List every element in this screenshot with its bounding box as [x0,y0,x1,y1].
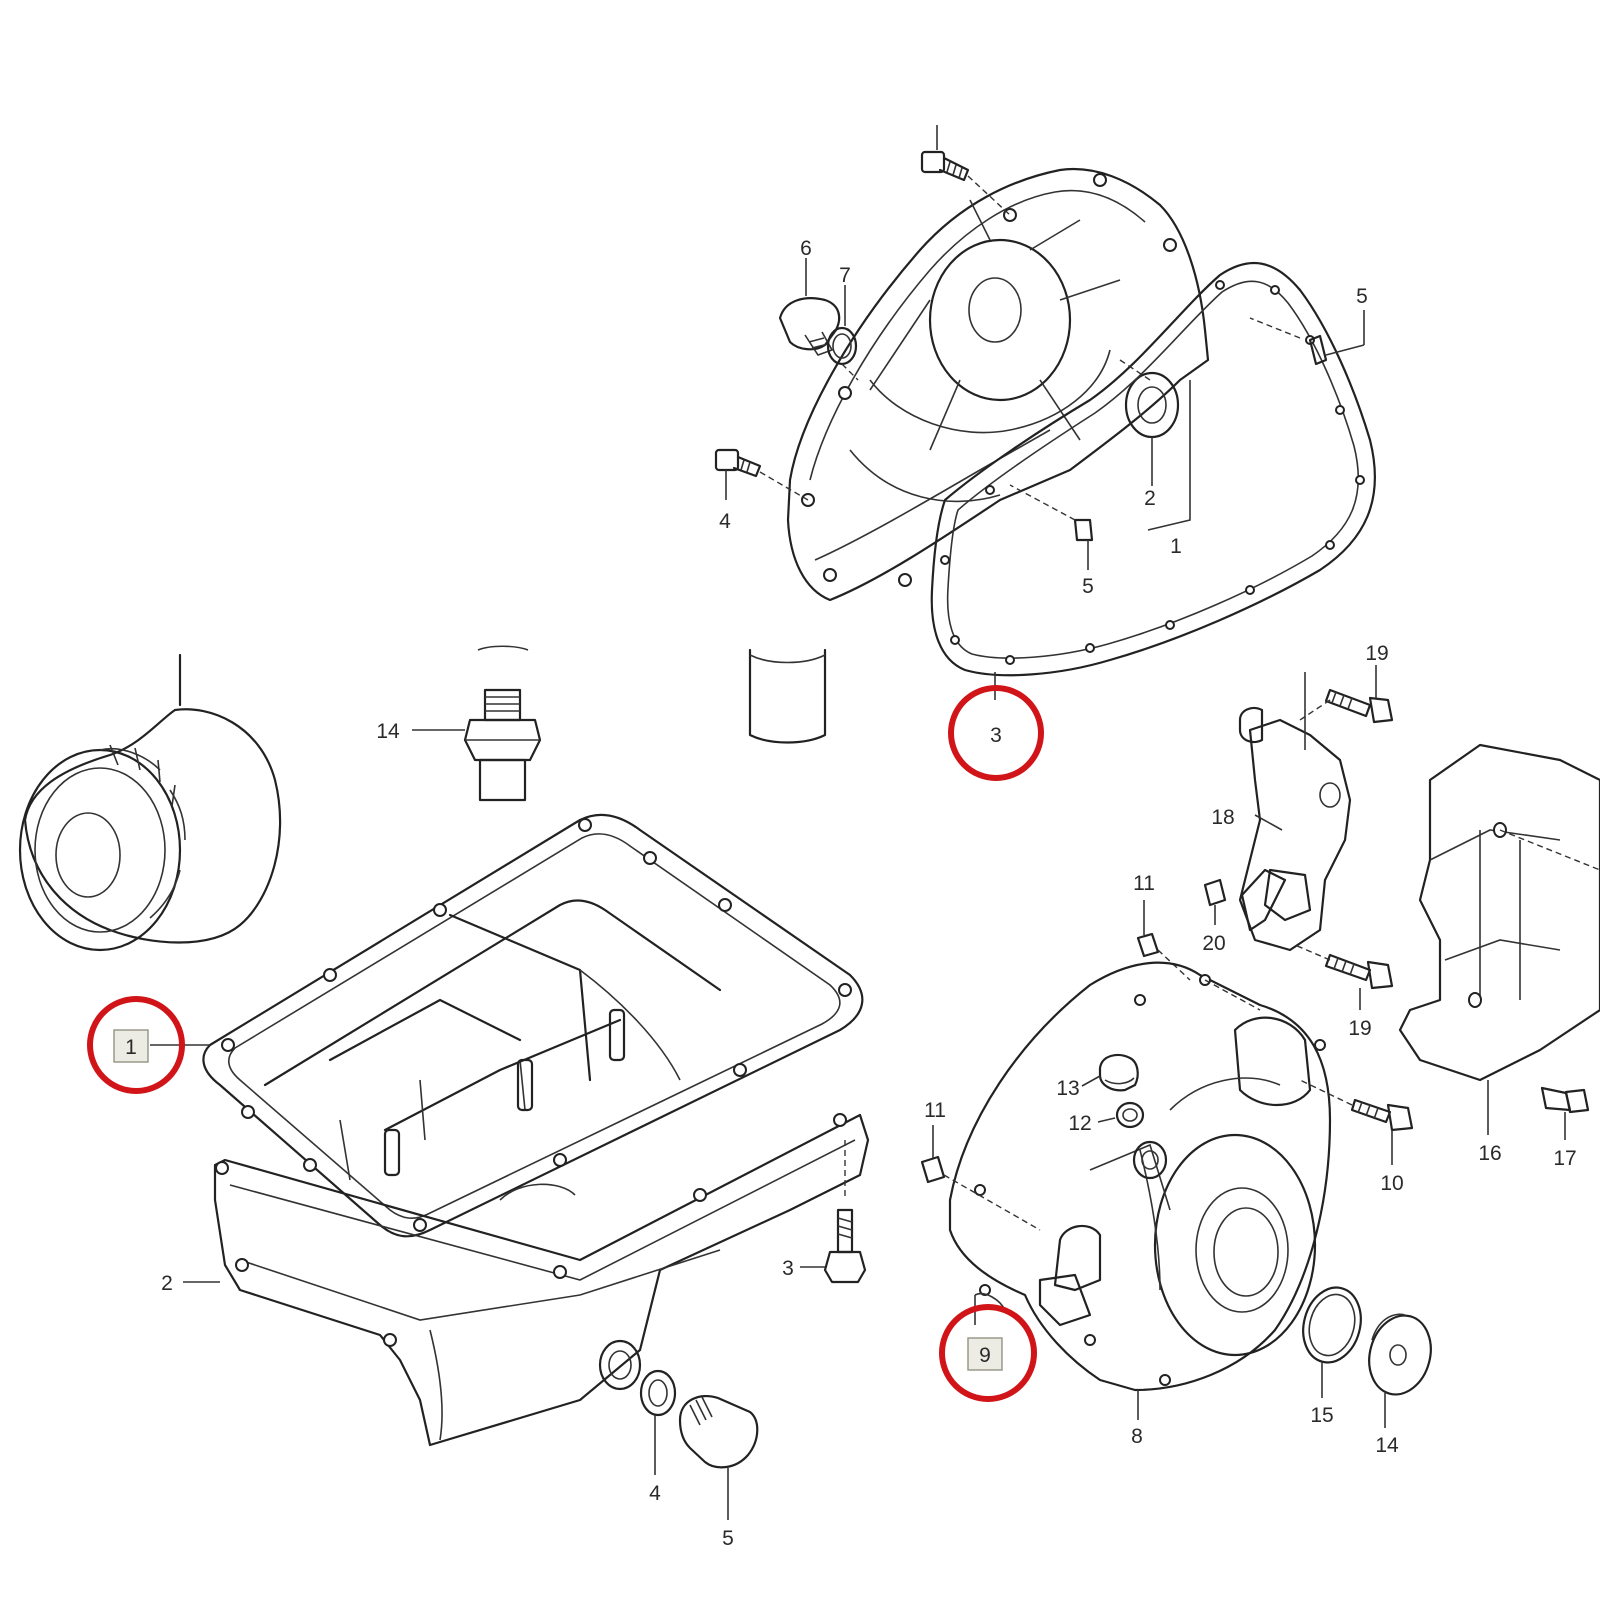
sprocket-cover [1398,743,1600,1135]
oil-pan-bolt [800,1140,867,1284]
callout-gen-8: 8 [1131,1425,1143,1448]
cover-bolt-top [920,125,1011,216]
bracket-bolt-lower [1294,944,1394,1010]
callout-gen-16: 16 [1478,1142,1501,1165]
oil-pan-assembly [18,645,870,1520]
callout-gen-11a: 11 [1133,872,1155,895]
cover-gasket-ring [1302,1286,1362,1364]
callout-oilpan-4: 4 [649,1482,661,1505]
clutch-cover-assembly [714,125,1377,700]
callout-gen-19b: 19 [1348,1017,1371,1040]
dowel-pin-20 [1203,878,1227,907]
generator-cover-holes [974,974,1326,1386]
oil-pan [213,1113,870,1447]
callout-gen-17: 17 [1553,1147,1576,1170]
sensor-bracket [1238,672,1352,952]
oil-filter [18,653,282,952]
generator-cover-assembly [920,665,1600,1428]
highlight-ring-clutch-3 [948,685,1044,781]
bracket-bolt-top [1299,665,1394,724]
callout-gen-9-boxed: 9 [979,1344,991,1367]
dowel-pin-11-upper [1136,932,1160,958]
gasket-holes [940,280,1365,665]
callout-clutch-3: 3 [990,724,1002,747]
callout-gen-20: 20 [1202,932,1225,955]
highlight-rings [87,685,1044,1402]
drain-plug [678,1394,759,1520]
callout-box-oilpan-1 [113,1029,149,1063]
callout-clutch-4: 4 [719,510,731,533]
dowel-pin-right [1249,310,1365,366]
callout-gen-15: 15 [1310,1404,1333,1427]
callout-gen-19a: 19 [1365,642,1388,665]
clutch-cover-gasket [930,261,1377,677]
highlight-ring-oilpan-1 [87,996,185,1094]
callout-clutch-5a: 5 [1356,285,1368,308]
callout-gen-11b: 11 [924,1099,946,1122]
callout-oilpan-3: 3 [782,1257,794,1280]
callout-clutch-6: 6 [800,237,812,260]
callout-clutch-2: 2 [1144,487,1156,510]
oil-pan-gasket-holes [221,818,852,1232]
oil-pan-gasket [202,813,864,1238]
dowel-pin-11-lower [920,1155,946,1184]
plug-o-ring [1115,1101,1145,1129]
callout-oilpan-14: 14 [376,720,400,743]
cover-cap [1368,1313,1432,1428]
cover-bolt-17 [1540,1086,1590,1140]
clutch-cover-dome [928,238,1072,402]
oil-pressure-switch [412,645,542,802]
generator-cover [948,961,1332,1392]
callout-gen-13: 13 [1056,1077,1079,1100]
generator-bolt [1299,1079,1414,1165]
callout-oilpan-2: 2 [161,1272,173,1295]
filler-cap [778,297,841,356]
cover-bolt-left [714,448,809,501]
callout-oilpan-1-boxed: 1 [125,1036,137,1059]
callout-clutch-5b: 5 [1082,575,1094,598]
callout-gen-18: 18 [1211,806,1234,829]
callout-clutch-7: 7 [839,264,851,287]
callout-oilpan-5: 5 [722,1527,734,1550]
callout-gen-12: 12 [1068,1112,1091,1135]
callout-clutch-1: 1 [1170,535,1182,558]
highlight-ring-gen-9 [939,1304,1037,1402]
callout-gen-14: 14 [1375,1434,1399,1457]
dowel-pin-lower [1009,484,1094,570]
oil-strainer-tube [748,648,827,744]
oil-pan-flange-holes [215,1113,847,1347]
clutch-cover [786,168,1210,602]
drain-washer [639,1369,677,1475]
callout-box-gen-9 [967,1337,1003,1371]
inspection-plug [1081,1053,1139,1092]
callout-gen-10: 10 [1380,1172,1403,1195]
callout-labels: 6 7 5 2 1 4 5 3 14 1 2 3 4 5 19 18 11 20… [161,237,1577,1550]
